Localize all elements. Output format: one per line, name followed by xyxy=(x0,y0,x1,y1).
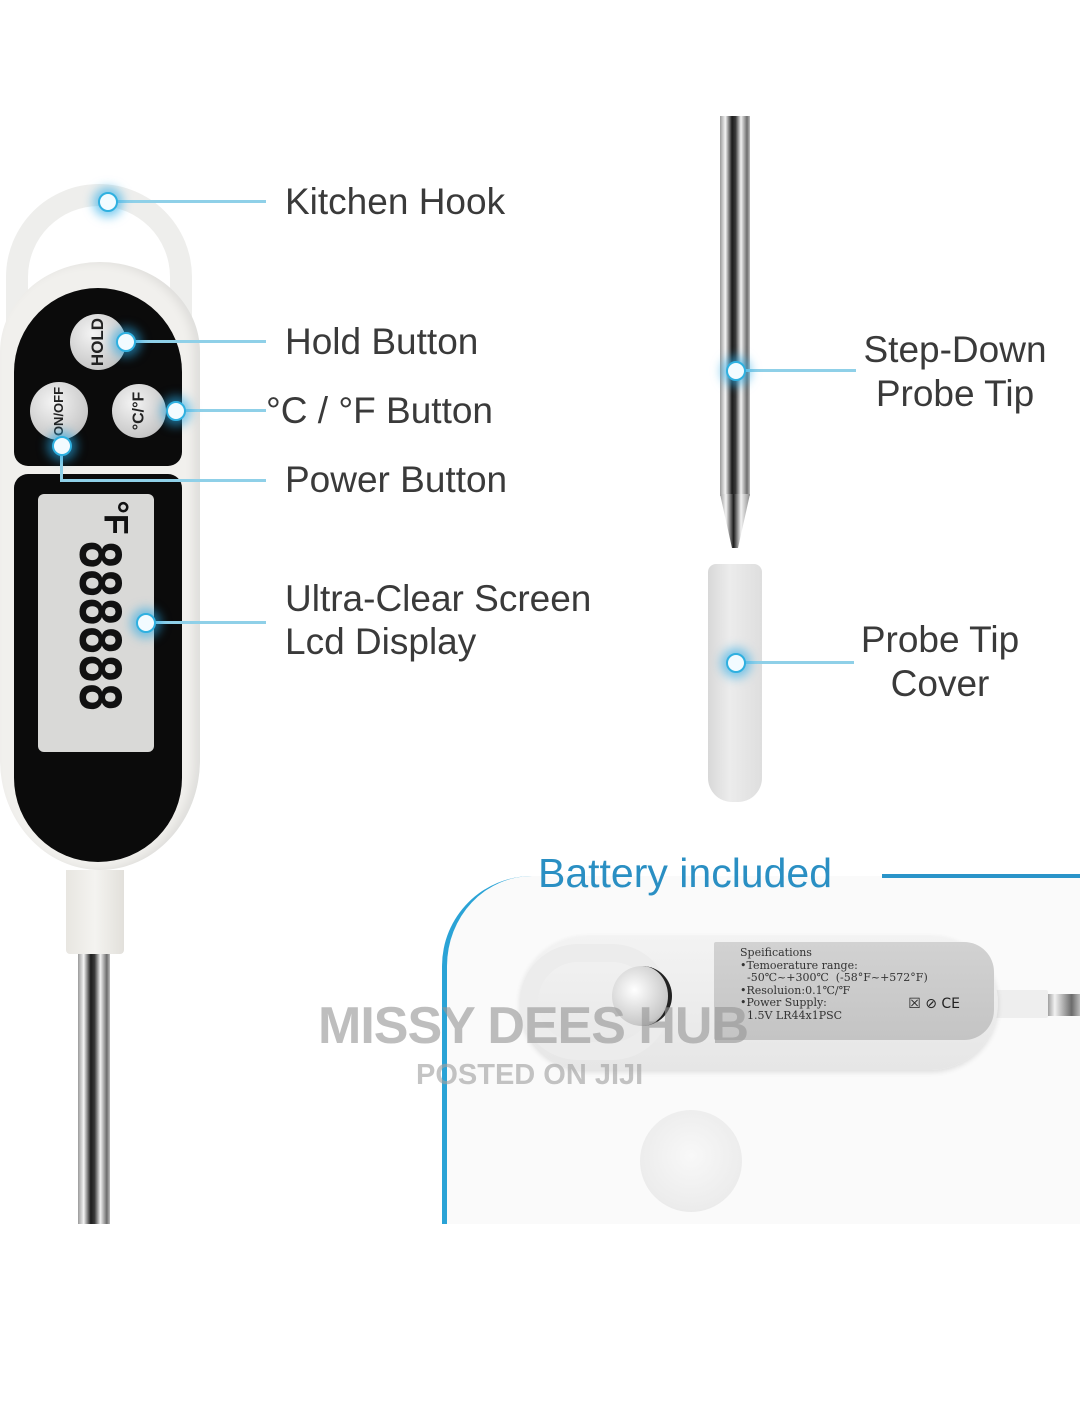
callout-cover-line2: Cover xyxy=(890,663,990,704)
callout-kitchen-hook: Kitchen Hook xyxy=(285,181,506,222)
watermark-title: MISSY DEES HUB xyxy=(318,997,749,1055)
spec-line: Speifications xyxy=(740,946,812,959)
callout-cf-button: °C / °F Button xyxy=(266,390,494,431)
callout-screen-line2: Lcd Display xyxy=(285,621,477,662)
hold-button-label: HOLD xyxy=(87,317,107,367)
hotspot-dot-icon xyxy=(98,192,118,212)
hotspot-dot-icon xyxy=(116,332,136,352)
watermark-subtitle: POSTED ON JIJI xyxy=(416,1059,644,1091)
coin-battery-icon xyxy=(612,966,672,1026)
battery-title: Battery included xyxy=(538,850,833,896)
lcd-unit: °F xyxy=(96,500,135,535)
step-down-probe-tip xyxy=(720,116,750,496)
hotspot-dot-icon xyxy=(726,653,746,673)
leader-line xyxy=(126,340,266,343)
onoff-button-label: ON/OFF xyxy=(51,386,67,436)
spec-line: •Power Supply: xyxy=(740,996,827,1009)
hotspot-dot-icon xyxy=(52,436,72,456)
callout-probe-tip-line2: Probe Tip xyxy=(875,373,1035,414)
leader-line xyxy=(108,200,266,203)
leader-line xyxy=(736,369,856,372)
hotspot-dot-icon xyxy=(726,361,746,381)
callout-screen-line1: Ultra-Clear Screen xyxy=(285,578,592,619)
leader-line xyxy=(60,446,63,480)
spec-line: •Temoerature range: xyxy=(740,958,858,972)
battery-divider-line xyxy=(882,874,1080,878)
spec-line: 1.5V LR44x1PSC xyxy=(740,1008,843,1022)
leader-line xyxy=(60,479,266,482)
cf-button-label: °C/°F xyxy=(129,391,147,431)
lcd-screen xyxy=(38,494,154,752)
callout-power-button: Power Button xyxy=(285,459,508,500)
hotspot-dot-icon xyxy=(136,613,156,633)
spec-label: Speifications •Temoerature range: -50℃~+… xyxy=(714,942,994,1040)
lcd-digit-row: 88 xyxy=(67,596,132,654)
probe-rod xyxy=(78,954,110,1224)
lcd-digit-row: 88 xyxy=(67,539,132,597)
callout-cover-line1: Probe Tip xyxy=(860,619,1020,660)
hotspot-dot-icon xyxy=(166,401,186,421)
certification-icons: ☒ ⊘ CE xyxy=(908,996,960,1012)
lcd-digit-row: 88 xyxy=(67,653,132,711)
probe-point-icon xyxy=(720,494,750,548)
probe-neck xyxy=(66,870,124,954)
spec-line: -50℃~+300℃ (-58°F~+572°F) xyxy=(740,971,928,984)
device-back-neck xyxy=(994,990,1048,1018)
spec-line: •Resoluion:0.1℃/℉ xyxy=(740,983,851,997)
callout-hold-button: Hold Button xyxy=(285,321,479,362)
leader-line xyxy=(176,409,266,412)
onoff-device-button: ON/OFF xyxy=(30,382,88,440)
callout-probe-tip-line1: Step-Down xyxy=(863,329,1047,370)
leader-line xyxy=(736,661,854,664)
battery-cap xyxy=(640,1110,742,1212)
cf-device-button: °C/°F xyxy=(112,384,166,438)
probe-tip-cover xyxy=(708,564,762,802)
leader-line xyxy=(146,621,266,624)
